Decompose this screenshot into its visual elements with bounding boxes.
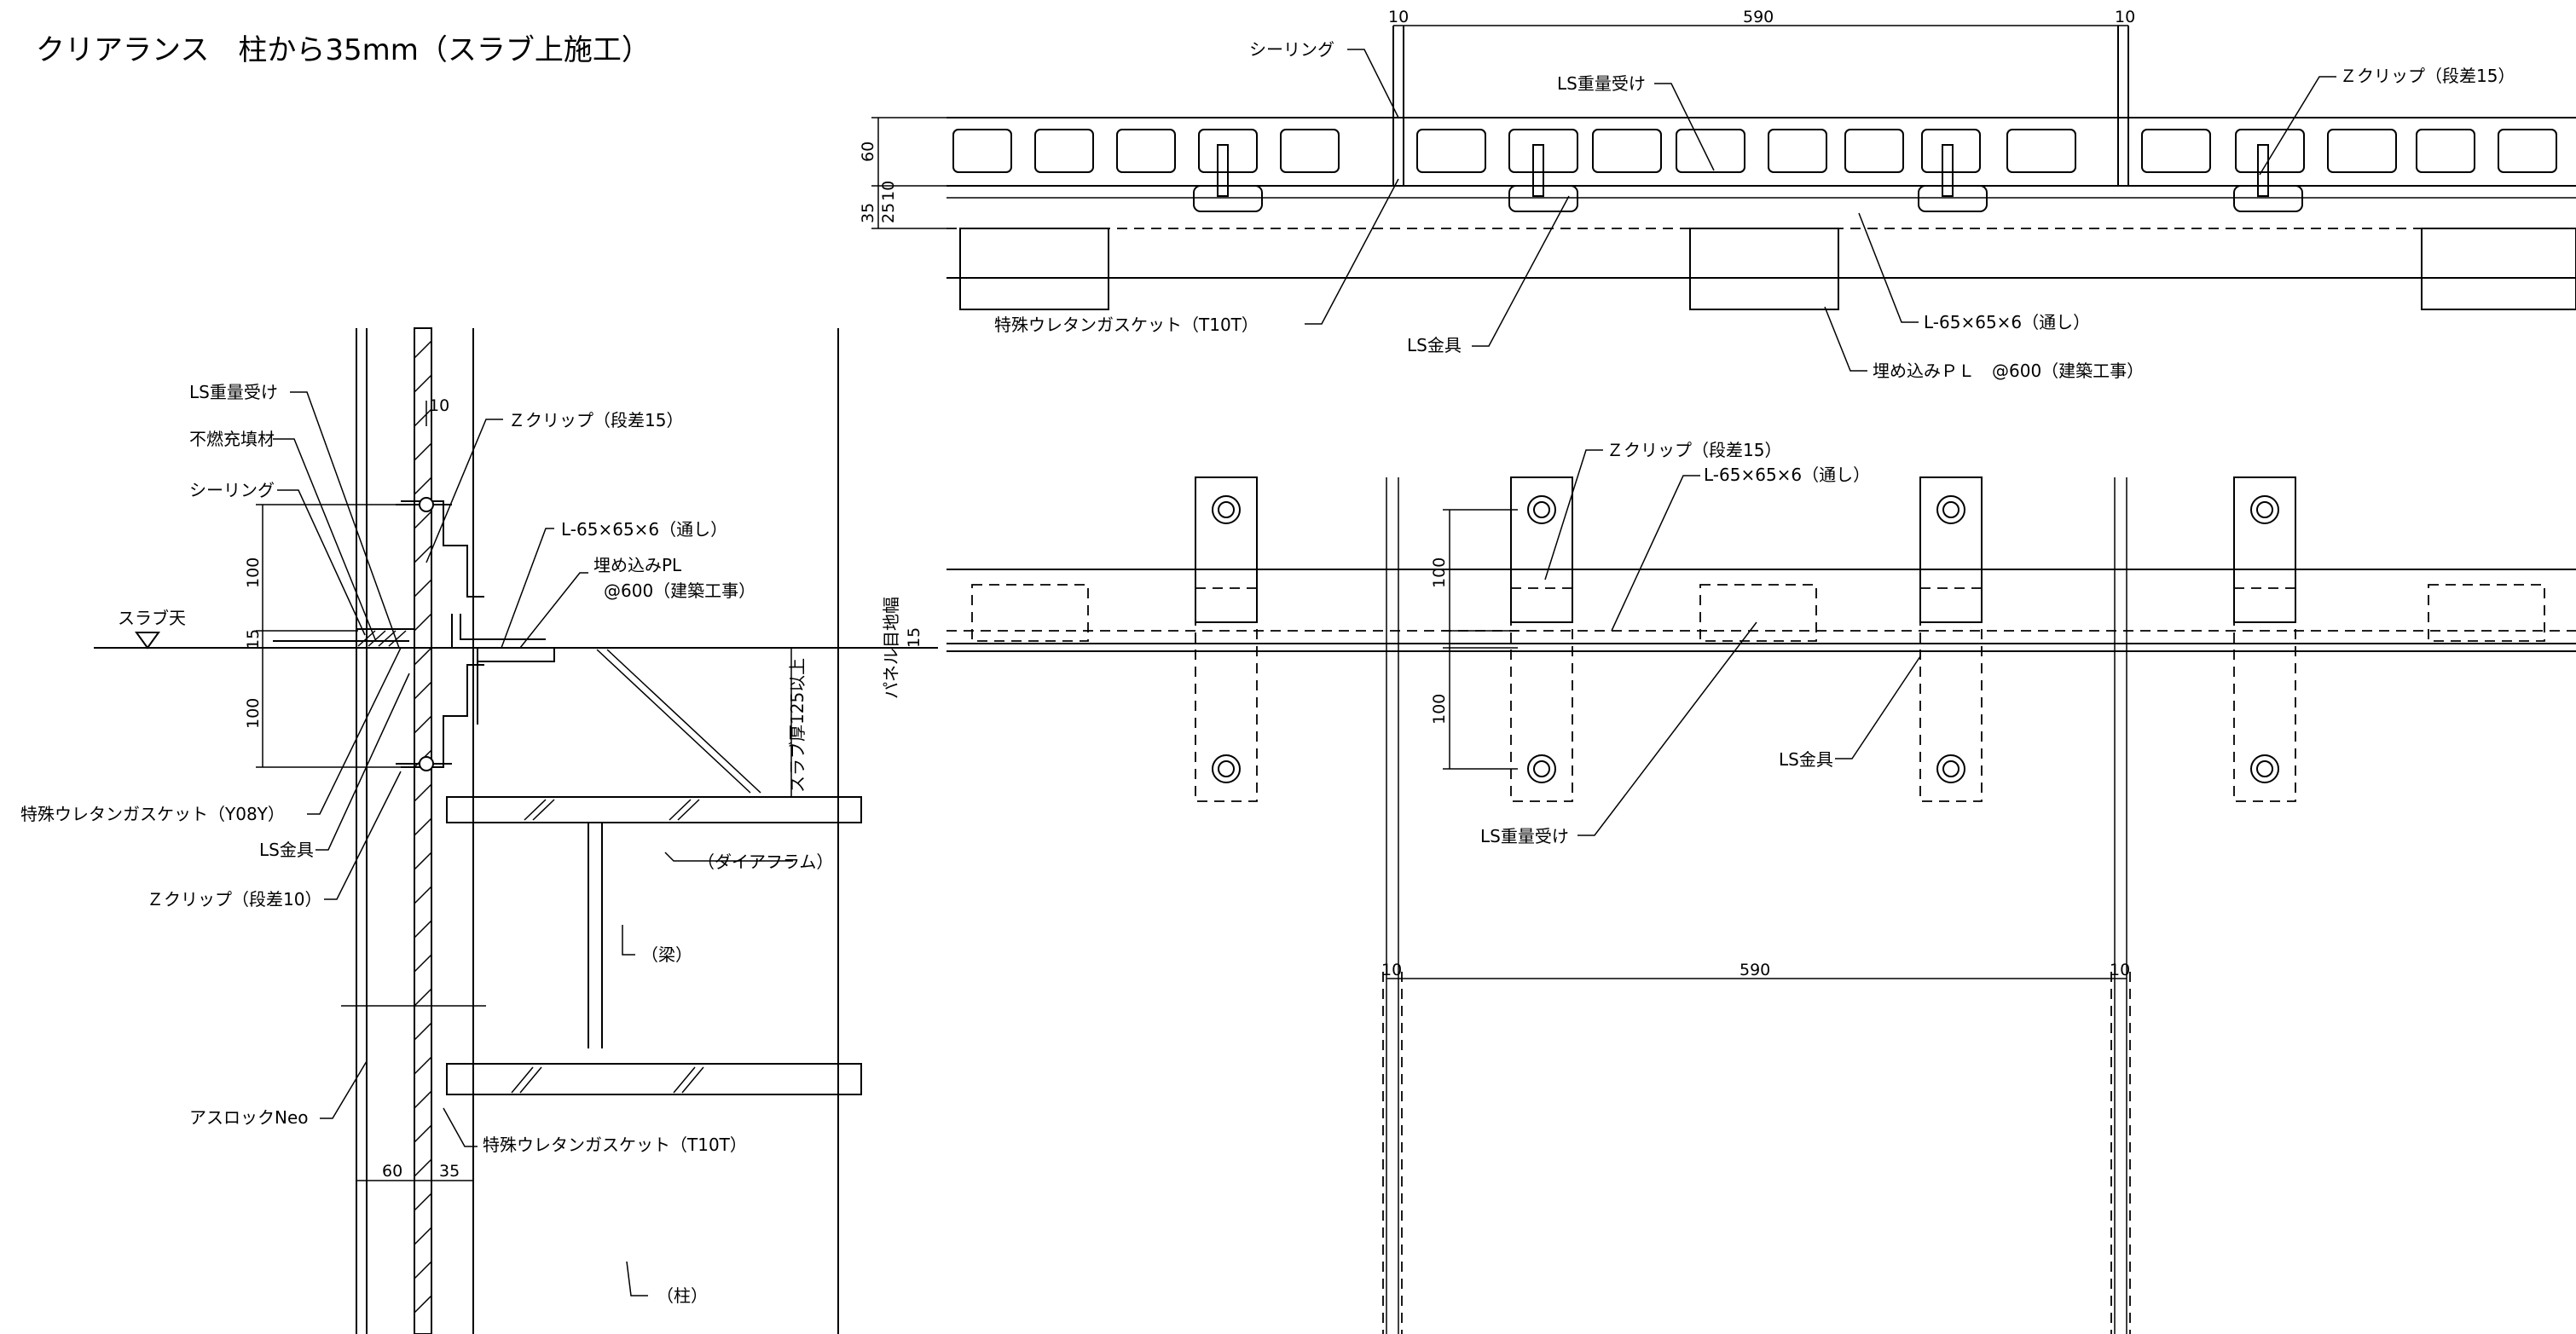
- gasket-strip: [414, 327, 432, 1334]
- plan-dim-590: 590: [1743, 8, 1774, 26]
- label-diaphragm: （ダイアフラム）: [698, 852, 833, 872]
- plan-dim-25: 25: [879, 203, 898, 223]
- label-asloc: アスロックNeo: [189, 1107, 309, 1128]
- plan-label-z-clip-15: Ｚクリップ（段差15）: [2340, 66, 2515, 86]
- label-noncombustible-filler: 不燃充填材: [189, 429, 275, 449]
- plan-dim-10-right: 10: [2115, 8, 2135, 26]
- dim-35: 35: [439, 1162, 460, 1181]
- beam-top-flange: [446, 796, 862, 823]
- dim-100-upper: 100: [244, 557, 263, 588]
- plan-dim-35: 35: [859, 203, 877, 223]
- drawing-title: クリアランス 柱から35mm（スラブ上施工）: [36, 33, 651, 67]
- plan-label-sealing: シーリング: [1249, 39, 1334, 60]
- elev-label-ls-weight-receiver: LS重量受け: [1480, 826, 1569, 846]
- plan-dim-10-vert: 10: [879, 181, 898, 201]
- elev-dim-10-right: 10: [2110, 961, 2130, 979]
- label-z-clip-15: Ｚクリップ（段差15）: [508, 410, 683, 430]
- plan-dim-10-left: 10: [1388, 8, 1409, 26]
- elev-label-ls-fitting: LS金具: [1779, 749, 1833, 770]
- plan-view: シーリング LS重量受け Ｚクリップ（段差15） 特殊ウレタンガスケット（T10…: [859, 8, 2576, 381]
- label-z-clip-10: Ｚクリップ（段差10）: [147, 889, 321, 910]
- plan-dim-60: 60: [859, 141, 877, 162]
- section-view: LS重量受け 不燃充填材 シーリング スラブ天 Ｚクリップ（段差15） L-65…: [20, 327, 938, 1334]
- beam-bottom-flange: [446, 1063, 862, 1095]
- elev-label-panel-joint: パネル目地幅: [881, 597, 901, 699]
- label-slab-thickness: スラブ厚125以上: [787, 658, 808, 793]
- label-embedded-pl-pitch: @600（建築工事）: [604, 580, 755, 601]
- plan-label-angle: L-65×65×6（通し）: [1924, 312, 2090, 332]
- elev-dim-590: 590: [1740, 961, 1770, 979]
- elev-dim-10-left: 10: [1381, 961, 1402, 979]
- label-beam: （梁）: [641, 944, 692, 965]
- elev-dim-100-upper: 100: [1430, 557, 1449, 588]
- dim-15: 15: [244, 629, 263, 650]
- elev-dim-100-lower: 100: [1430, 694, 1449, 725]
- plan-label-ls-fitting: LS金具: [1407, 335, 1462, 355]
- label-ls-fitting: LS金具: [259, 840, 314, 860]
- elev-label-angle: L-65×65×6（通し）: [1704, 465, 1870, 485]
- plan-label-embedded-pl: 埋め込みＰＬ @600（建築工事）: [1873, 361, 2144, 381]
- plan-label-ls-weight-receiver: LS重量受け: [1557, 73, 1646, 94]
- elev-label-z-clip-15: Ｚクリップ（段差15）: [1606, 440, 1781, 460]
- label-ls-weight-receiver: LS重量受け: [189, 382, 278, 402]
- plan-label-gasket-t10t: 特殊ウレタンガスケット（T10T）: [994, 315, 1259, 335]
- dim-100-lower: 100: [244, 698, 263, 729]
- label-angle: L-65×65×6（通し）: [561, 519, 727, 540]
- label-sealing: シーリング: [189, 480, 275, 500]
- label-gasket-t10t: 特殊ウレタンガスケット（T10T）: [483, 1135, 747, 1155]
- dim-60: 60: [382, 1162, 402, 1181]
- label-slab-top: スラブ天: [118, 608, 186, 628]
- dim-10: 10: [429, 396, 449, 415]
- elevation-view: Ｚクリップ（段差15） L-65×65×6（通し） パネル目地幅 LS金具 LS…: [881, 440, 2576, 1334]
- label-column: （柱）: [657, 1285, 708, 1306]
- hollow-cores: [952, 129, 2557, 173]
- elev-dim-15: 15: [905, 627, 923, 648]
- label-gasket-y08y: 特殊ウレタンガスケット（Y08Y）: [20, 804, 285, 824]
- label-embedded-pl: 埋め込みPL: [593, 555, 682, 575]
